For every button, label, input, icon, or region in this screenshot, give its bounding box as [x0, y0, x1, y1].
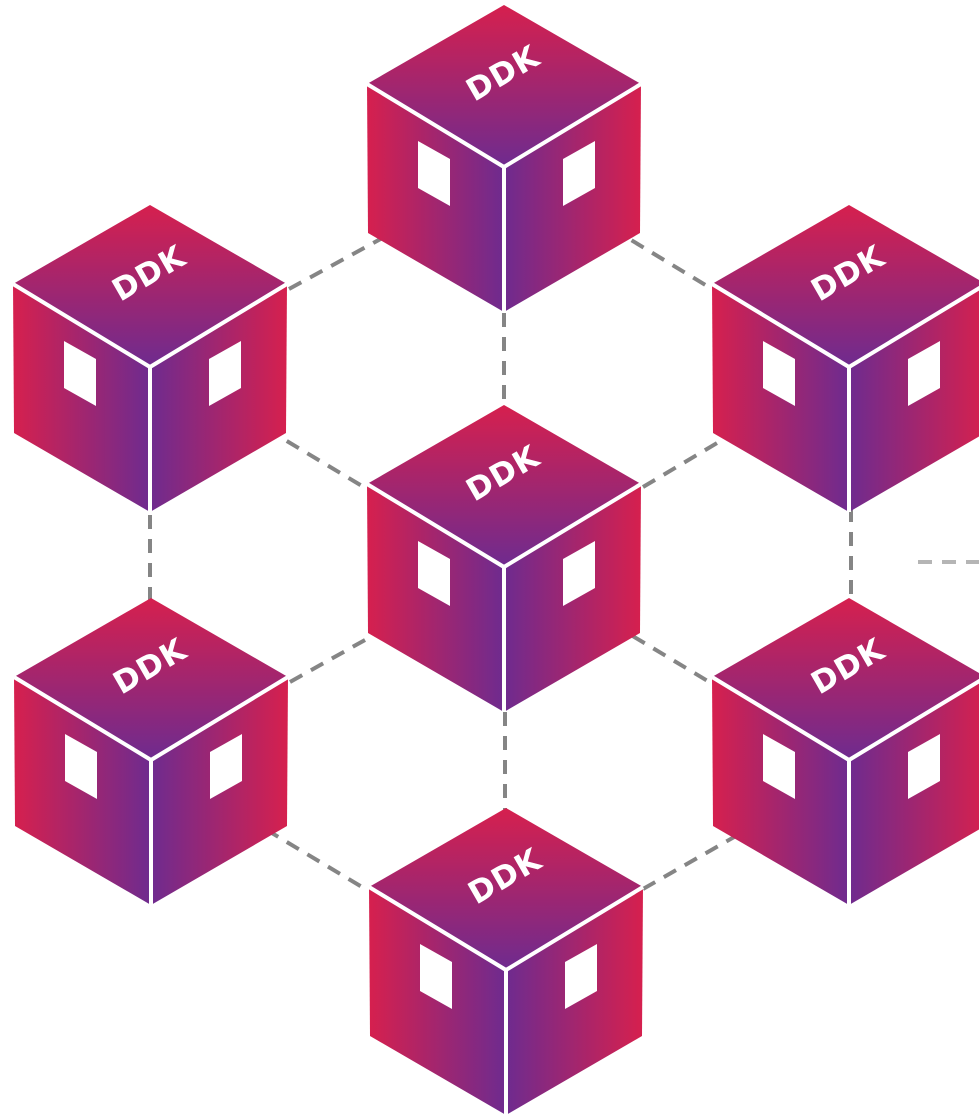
- cube-upper-left: DDK: [11, 203, 289, 514]
- cube-center: DDK: [365, 403, 643, 714]
- cube-lower-right: DDK: [710, 596, 979, 907]
- cube-lower-left: DDK: [12, 596, 290, 907]
- connector-line: [289, 601, 432, 684]
- cube-bottom: DDK: [367, 806, 645, 1117]
- cube-top: DDK: [365, 3, 643, 314]
- cube-upper-right: DDK: [710, 203, 979, 514]
